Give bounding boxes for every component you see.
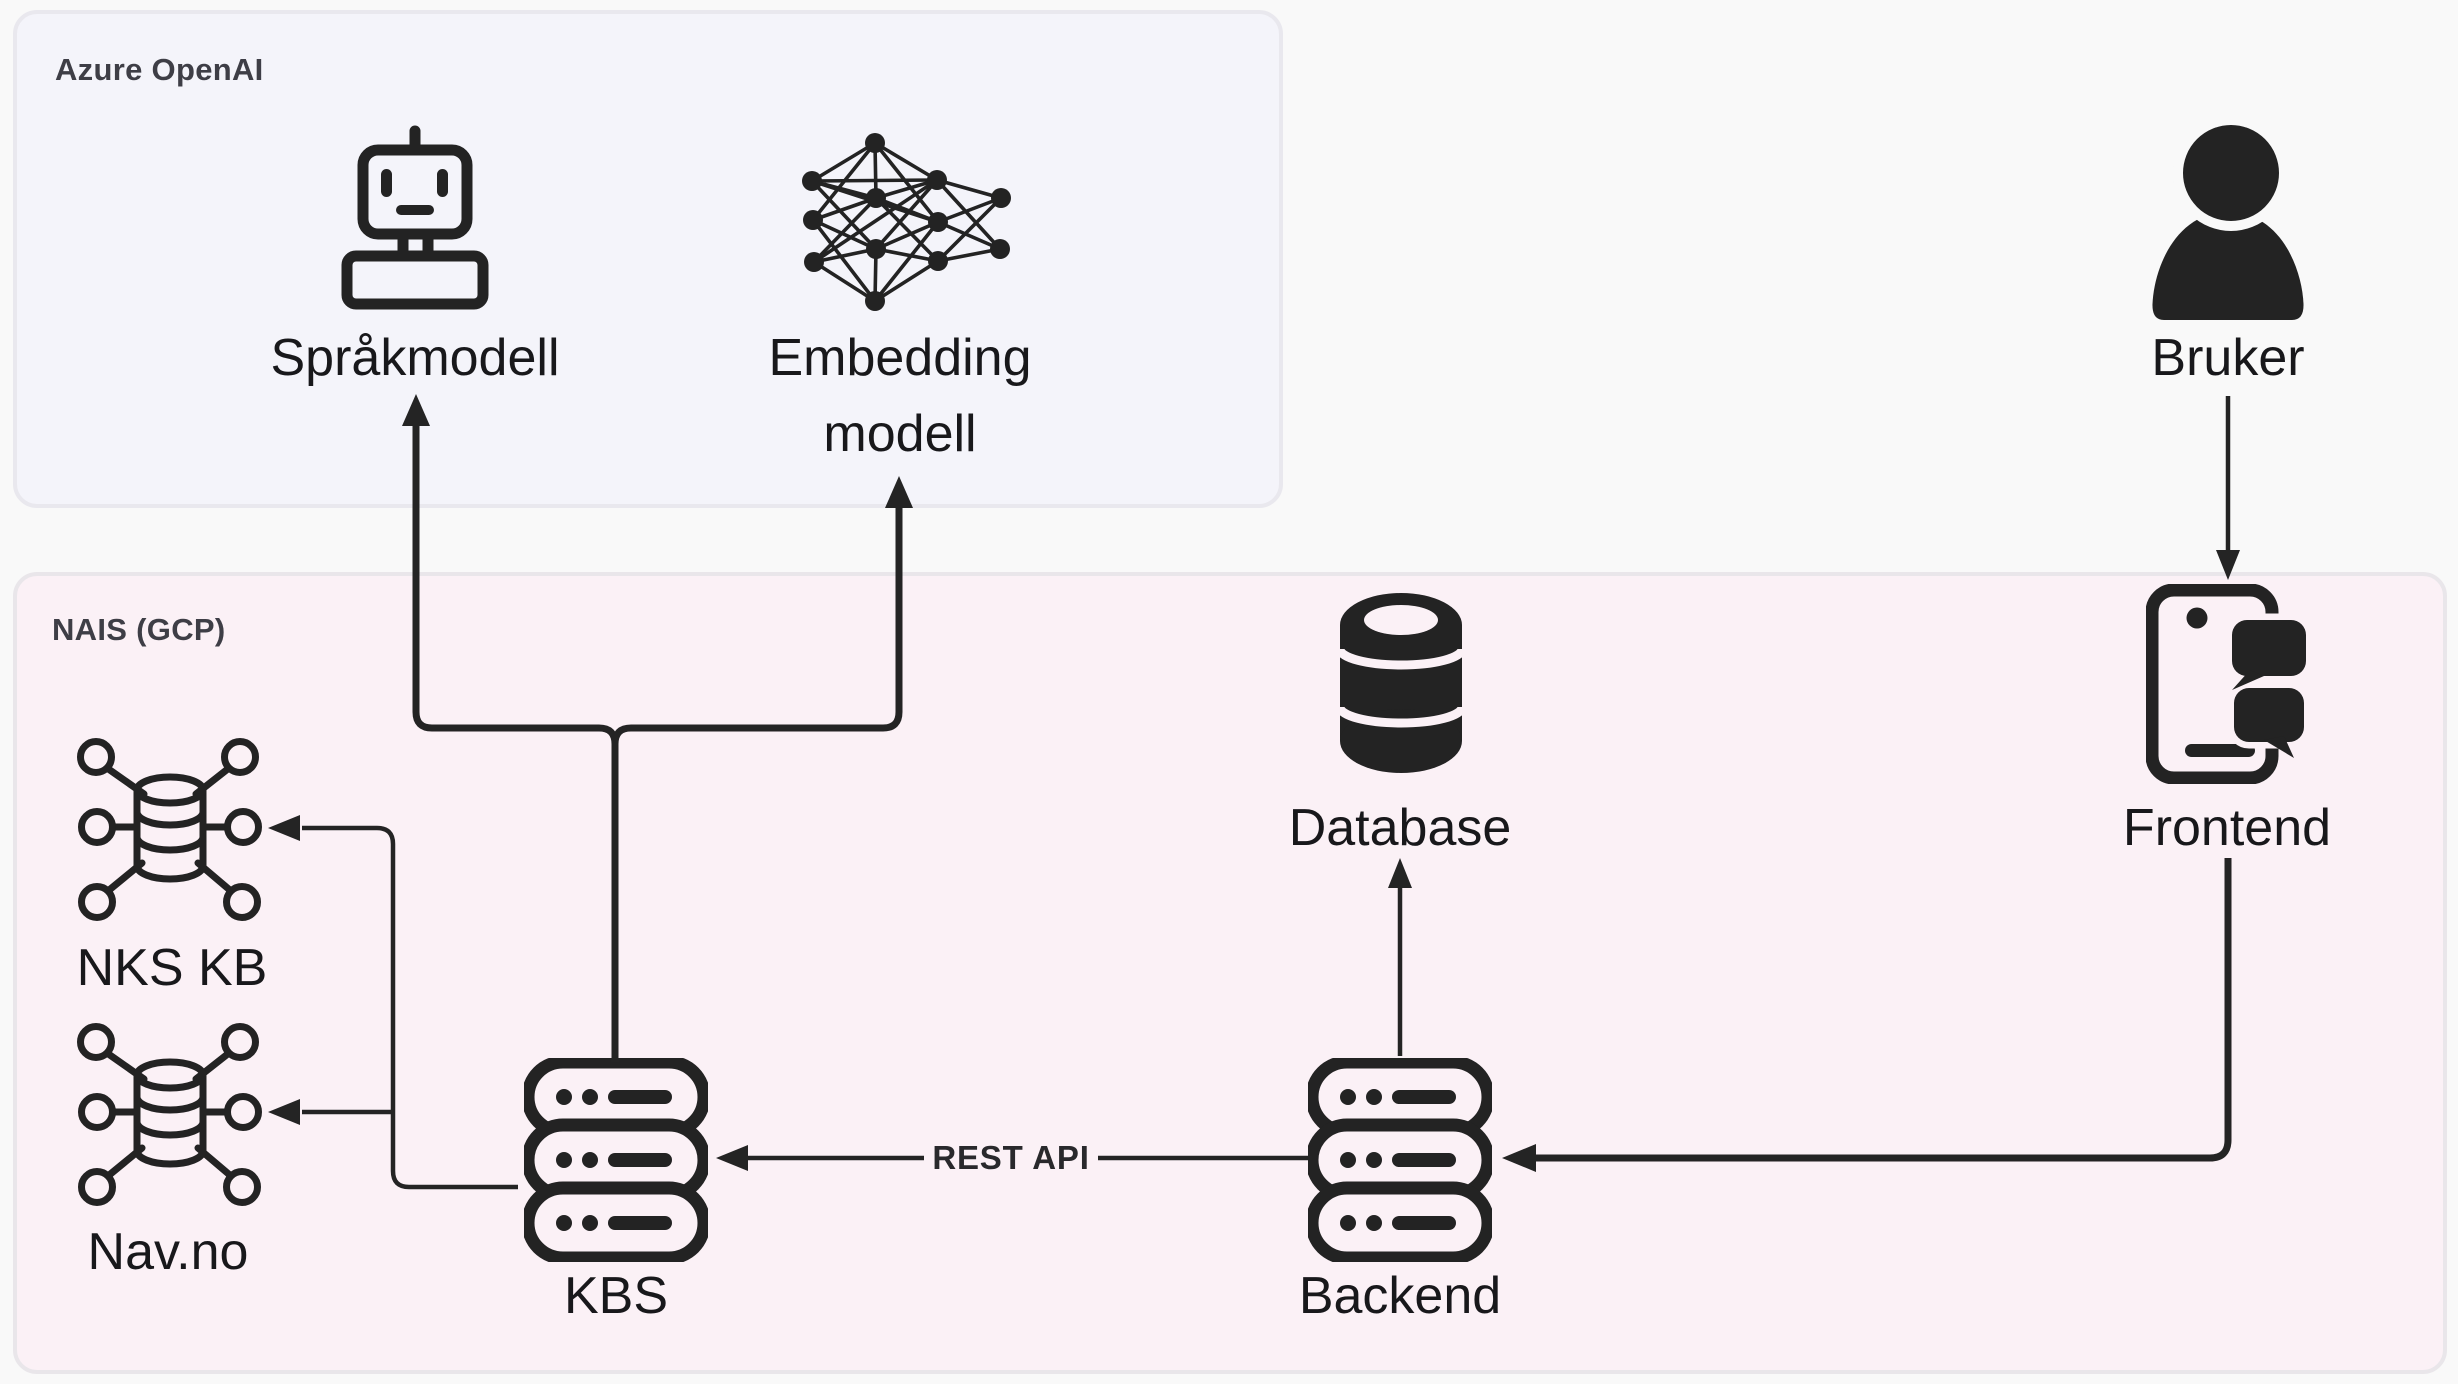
neural-network-icon [802, 133, 1011, 311]
arrowhead-sprakmodell [402, 394, 430, 426]
edge-kbs-sprakmodell [412, 424, 619, 1062]
edge-kbs-embedding [611, 506, 903, 745]
bruker-label: Bruker [2151, 329, 2305, 387]
person-icon [2152, 118, 2304, 320]
arrowhead-embedding [885, 476, 913, 508]
database-label: Database [1288, 799, 1512, 857]
arrowhead-database [1388, 858, 1412, 888]
azure-openai-group-box [13, 10, 1283, 508]
embedding-modell-label: Embedding modell [768, 329, 1032, 463]
robot-icon [341, 125, 489, 310]
smartphone-chat-icon [2146, 584, 2313, 784]
server-stack-icon [1308, 1058, 1492, 1262]
arrowhead-navno [268, 1099, 300, 1125]
frontend-label: Frontend [2122, 799, 2332, 857]
arrowhead-frontend [2216, 550, 2240, 580]
edge-kbs-nkskb [302, 825, 518, 1190]
backend-label: Backend [1298, 1267, 1502, 1325]
arrowhead-kbs [716, 1145, 748, 1171]
arrowhead-backend [1502, 1144, 1536, 1172]
rest-api-edge-label: REST API [932, 1139, 1090, 1176]
nav-no-label: Nav.no [87, 1223, 249, 1281]
arrowhead-nkskb [268, 815, 300, 841]
distributed-database-icon [77, 738, 262, 921]
nais-gcp-group-label: NAIS (GCP) [52, 612, 226, 647]
database-cylinder-icon [1336, 593, 1466, 773]
sprakmodell-label: Språkmodell [270, 329, 560, 387]
edge-frontend-backend [1534, 858, 2232, 1162]
distributed-database-icon [77, 1023, 262, 1206]
azure-openai-group-label: Azure OpenAI [55, 52, 264, 87]
nks-kb-label: NKS KB [76, 939, 268, 997]
kbs-label: KBS [563, 1267, 669, 1325]
